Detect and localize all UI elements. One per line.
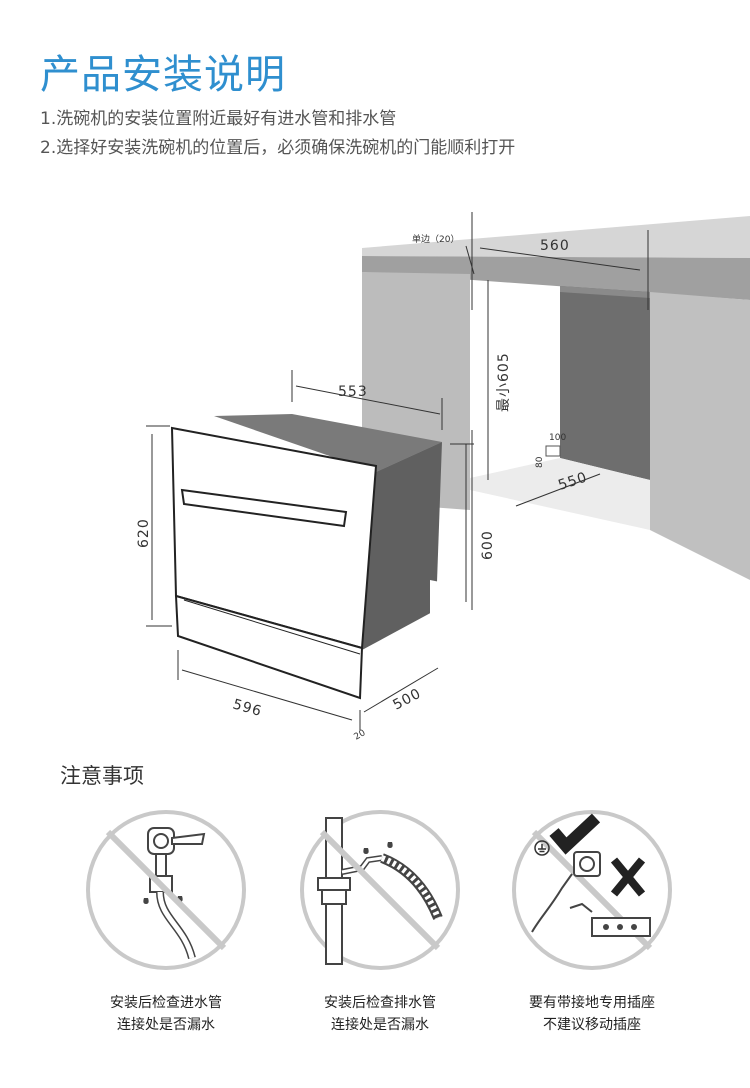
hole-height-label: 80 (535, 456, 545, 468)
caution-2-line-2: 连接处是否漏水 (331, 1017, 429, 1033)
drain-hose-check-icon (300, 810, 460, 970)
caution-1-line-1: 安装后检查进水管 (110, 995, 222, 1011)
notes-heading: 注意事项 (60, 764, 144, 788)
caution-2-line-1: 安装后检查排水管 (324, 995, 436, 1011)
height-right-label: 600 (480, 530, 496, 560)
cab-width-label: 560 (540, 238, 570, 254)
width-top-label: 553 (338, 384, 368, 400)
dishwasher-dimensions (146, 370, 474, 730)
width-front-label: 596 (231, 696, 264, 720)
cabinet-dimensions (465, 212, 649, 610)
cab-side-label: 单边（20） (412, 233, 459, 245)
installation-diagram: 单边（20） 560 最小605 550 100 80 553 620 600 … (136, 212, 750, 743)
cab-height-label: 最小605 (496, 352, 512, 412)
grounded-socket-icon (512, 810, 672, 970)
caution-3-line-2: 不建议移动插座 (543, 1017, 641, 1033)
inlet-hose-check-icon (86, 810, 246, 970)
instruction-2: 2.选择好安装洗碗机的位置后，必须确保洗碗机的门能顺利打开 (40, 138, 516, 158)
depth-label: 500 (390, 685, 424, 713)
cabinet (362, 216, 750, 580)
instruction-1: 1.洗碗机的安装位置附近最好有进水管和排水管 (40, 109, 397, 129)
caution-item-socket: 要有带接地专用插座 不建议移动插座 (482, 808, 702, 1036)
caution-item-drain: 安装后检查排水管 连接处是否漏水 (270, 808, 490, 1036)
hole-width-label: 100 (549, 433, 566, 443)
page-title: 产品安装说明 (40, 52, 286, 98)
gap-label: 20 (353, 728, 368, 743)
dishwasher (170, 414, 442, 700)
height-left-label: 620 (136, 518, 152, 548)
caution-item-inlet: 安装后检查进水管 连接处是否漏水 (56, 808, 276, 1036)
caution-1-line-2: 连接处是否漏水 (117, 1017, 215, 1033)
caution-3-line-1: 要有带接地专用插座 (529, 995, 655, 1011)
